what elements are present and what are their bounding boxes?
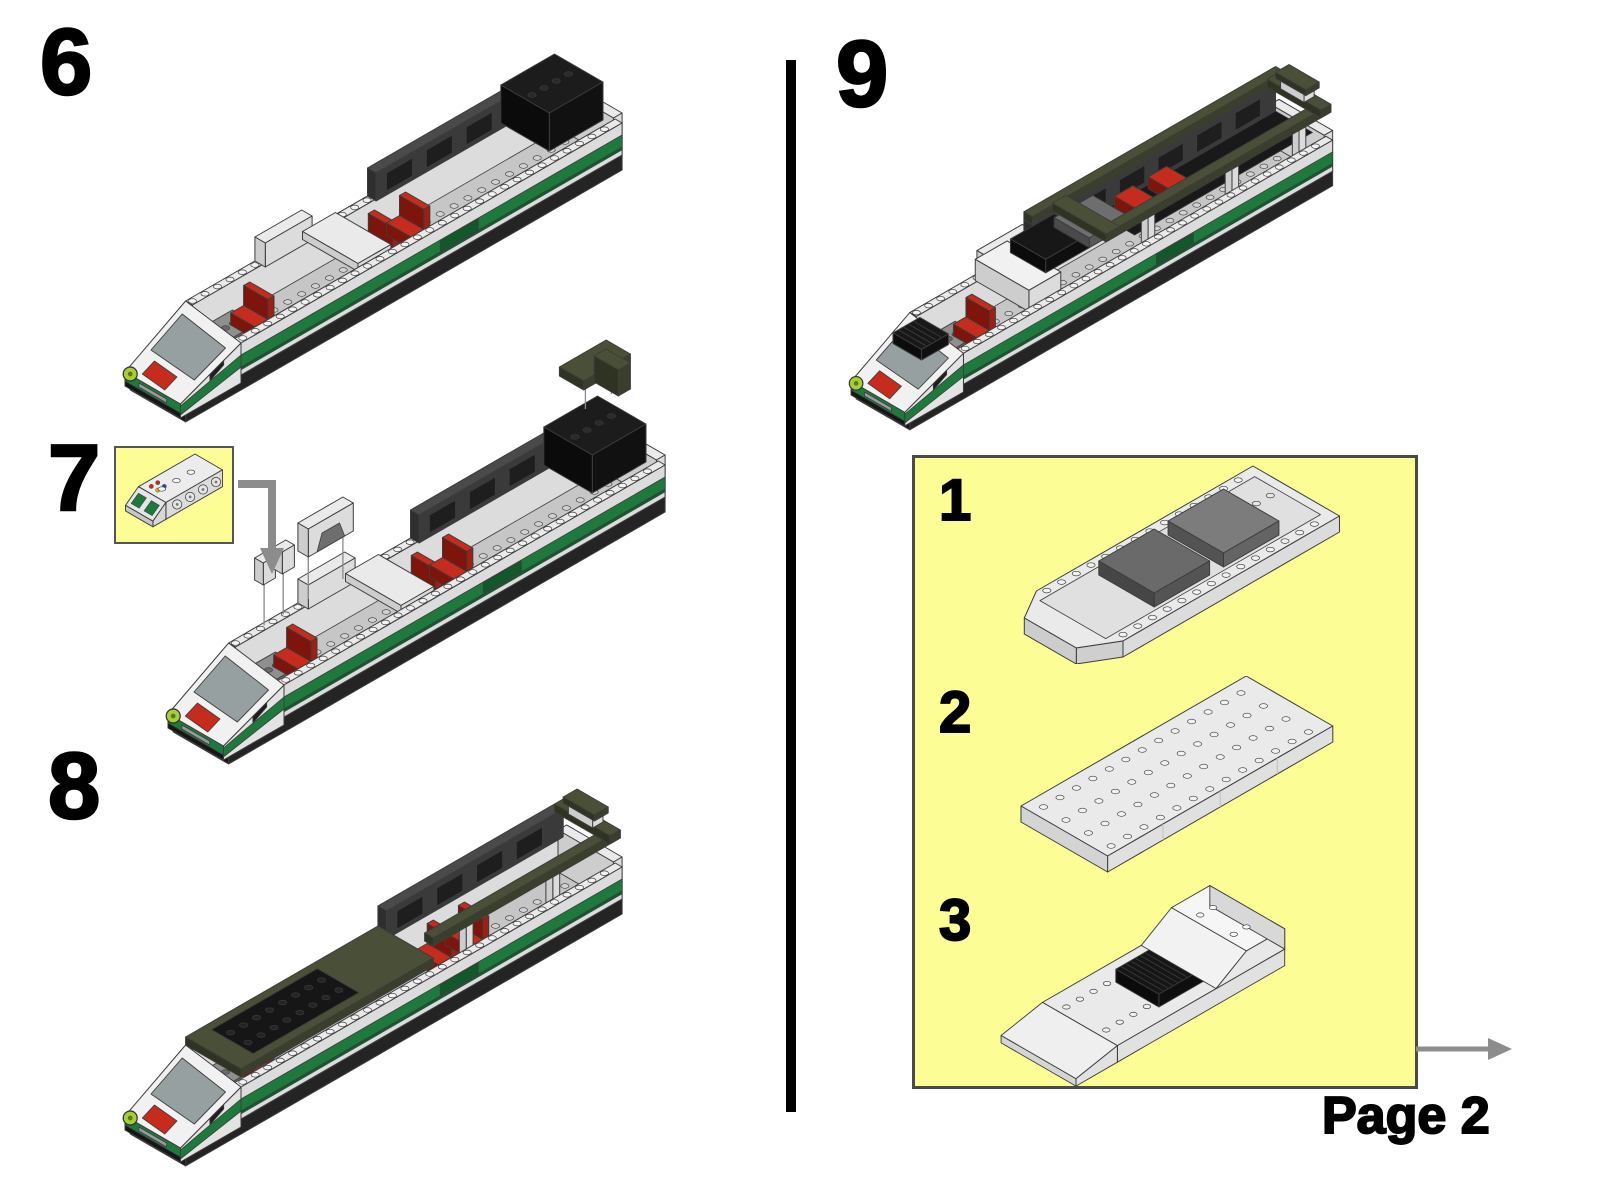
train-step-7-illustration	[165, 339, 666, 765]
subassembly-3-illustration	[1000, 885, 1286, 1087]
substep-1-number: 1	[938, 468, 972, 533]
column-divider	[786, 60, 796, 1112]
step-6-number: 6	[39, 9, 94, 114]
substep-3-number: 3	[938, 888, 972, 953]
substep-2-number: 2	[938, 680, 972, 745]
next-page-label: Page 2	[1321, 1086, 1491, 1146]
subassembly-2-illustration	[1020, 676, 1334, 873]
step-7-number: 7	[47, 425, 102, 530]
step-7-part-callout	[114, 446, 234, 544]
next-page-arrow-icon	[1416, 1038, 1512, 1060]
subassembly-1-illustration	[1023, 465, 1340, 664]
step-9-number: 9	[835, 21, 890, 126]
train-step-9-illustration	[848, 64, 1334, 431]
step-8-number: 8	[47, 733, 102, 838]
train-step-8-illustration	[122, 788, 623, 1167]
train-step-6-illustration	[122, 53, 623, 423]
control-panel-illustration	[125, 453, 223, 528]
callout-elbow-arrow-icon	[238, 480, 284, 574]
subassembly-callout-box: 1 2 3	[912, 455, 1418, 1089]
